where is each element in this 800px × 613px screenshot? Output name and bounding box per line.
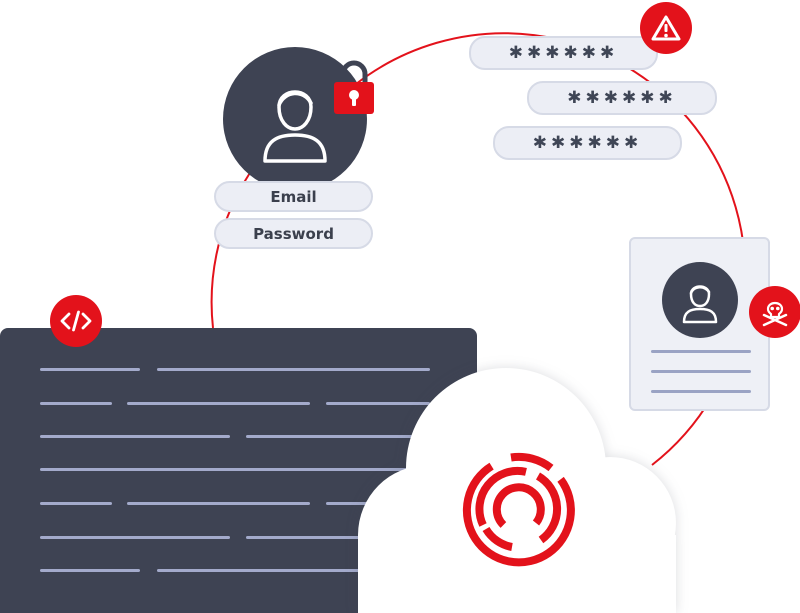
email-field[interactable]: Email xyxy=(214,181,373,212)
code-line xyxy=(40,402,112,405)
card-text-line xyxy=(651,370,751,373)
code-line xyxy=(127,502,310,505)
password-input-2[interactable]: ✱✱✱✱✱✱ xyxy=(527,81,717,115)
warning-badge xyxy=(640,2,692,54)
password-input-3[interactable]: ✱✱✱✱✱✱ xyxy=(493,126,682,160)
email-label: Email xyxy=(270,187,317,206)
user-icon xyxy=(682,285,718,324)
code-line xyxy=(40,536,230,539)
code-line xyxy=(40,368,140,371)
user-icon xyxy=(263,90,327,163)
skull-crossbones-icon xyxy=(762,301,788,327)
maze-logo-icon xyxy=(462,452,575,567)
code-line xyxy=(40,435,230,438)
code-line xyxy=(40,468,430,471)
warning-icon xyxy=(651,15,681,41)
password-input-1[interactable]: ✱✱✱✱✱✱ xyxy=(469,36,658,70)
masked-password: ✱✱✱✱✱✱ xyxy=(508,43,619,63)
profile-avatar xyxy=(662,262,738,338)
code-line xyxy=(326,402,430,405)
masked-password: ✱✱✱✱✱✱ xyxy=(567,88,677,108)
code-icon xyxy=(60,310,92,332)
code-line xyxy=(40,502,112,505)
code-line xyxy=(40,569,140,572)
threat-badge xyxy=(749,286,800,338)
password-label: Password xyxy=(253,224,334,243)
card-text-line xyxy=(651,390,751,393)
card-text-line xyxy=(651,350,751,353)
lock-icon xyxy=(334,60,374,114)
password-field[interactable]: Password xyxy=(214,218,373,249)
code-line xyxy=(246,435,430,438)
masked-password: ✱✱✱✱✱✱ xyxy=(532,133,643,153)
code-line xyxy=(157,569,430,572)
code-line xyxy=(246,536,430,539)
code-badge xyxy=(50,295,102,347)
code-line xyxy=(127,402,310,405)
code-line xyxy=(157,368,430,371)
